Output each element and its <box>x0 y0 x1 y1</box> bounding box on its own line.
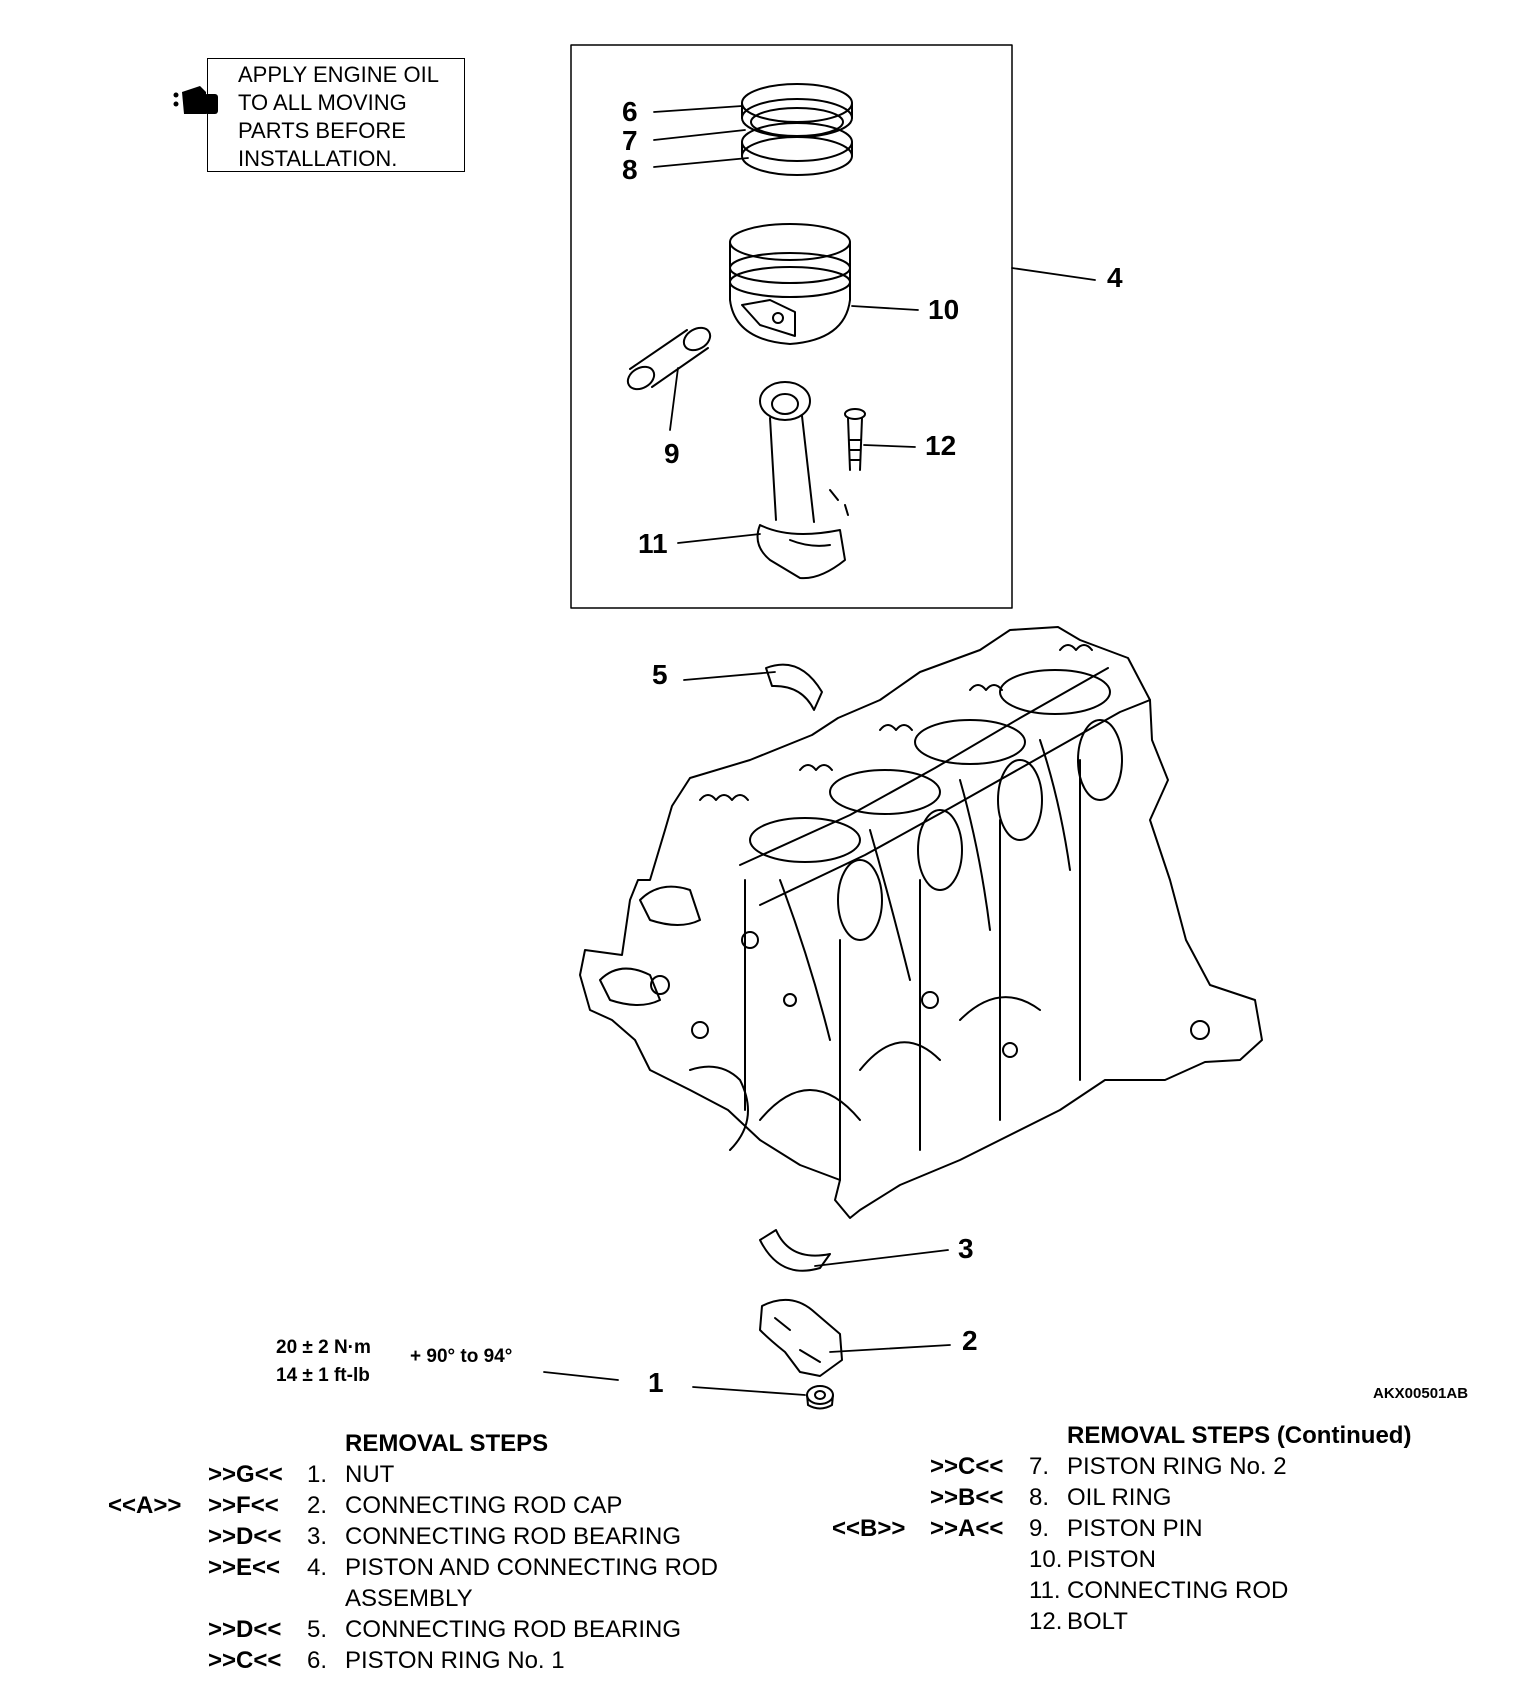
callout-3: 3 <box>958 1233 974 1264</box>
lower-bearing <box>759 1229 831 1272</box>
piston-rings <box>741 83 853 176</box>
torque-imperial: 14 ± 1 ft-lb <box>276 1365 370 1386</box>
note-line: TO ALL MOVING <box>238 90 407 115</box>
piston-pin <box>626 326 712 391</box>
callout-7: 7 <box>622 125 638 156</box>
callout-5: 5 <box>652 659 668 690</box>
oil-note-box: APPLY ENGINE OIL TO ALL MOVING PARTS BEF… <box>207 58 465 172</box>
note-line: PARTS BEFORE <box>238 118 406 143</box>
note-line: INSTALLATION. <box>238 146 398 171</box>
callout-12: 12 <box>925 430 956 461</box>
piston <box>729 223 851 345</box>
upper-bearing <box>765 663 823 711</box>
piston-assembly-frame <box>570 44 1013 609</box>
leader-lines <box>543 105 1096 1396</box>
torque-spec: 20 ± 2 N·m 14 ± 1 ft-lb <box>276 1334 371 1390</box>
callout-9: 9 <box>664 438 680 469</box>
torque-metric: 20 ± 2 N·m <box>276 1337 371 1358</box>
connecting-rod <box>756 381 846 580</box>
removal-steps-continued-title: REMOVAL STEPS (Continued) <box>1067 1422 1412 1449</box>
figure-code: AKX00501AB <box>1373 1385 1469 1402</box>
note-line: APPLY ENGINE OIL <box>238 62 439 87</box>
callout-11: 11 <box>638 528 668 559</box>
callout-8: 8 <box>622 154 638 185</box>
nut <box>806 1385 834 1410</box>
engine-block <box>579 626 1263 1219</box>
callout-6: 6 <box>622 96 638 127</box>
callout-10: 10 <box>928 294 959 325</box>
connecting-rod-bolt <box>829 408 866 516</box>
removal-steps-title: REMOVAL STEPS <box>345 1430 549 1457</box>
torque-angle: + 90° to 94° <box>410 1346 513 1367</box>
connecting-rod-cap <box>759 1299 843 1377</box>
callout-1: 1 <box>648 1367 664 1398</box>
callout-4: 4 <box>1107 262 1123 293</box>
callout-2: 2 <box>962 1325 978 1356</box>
